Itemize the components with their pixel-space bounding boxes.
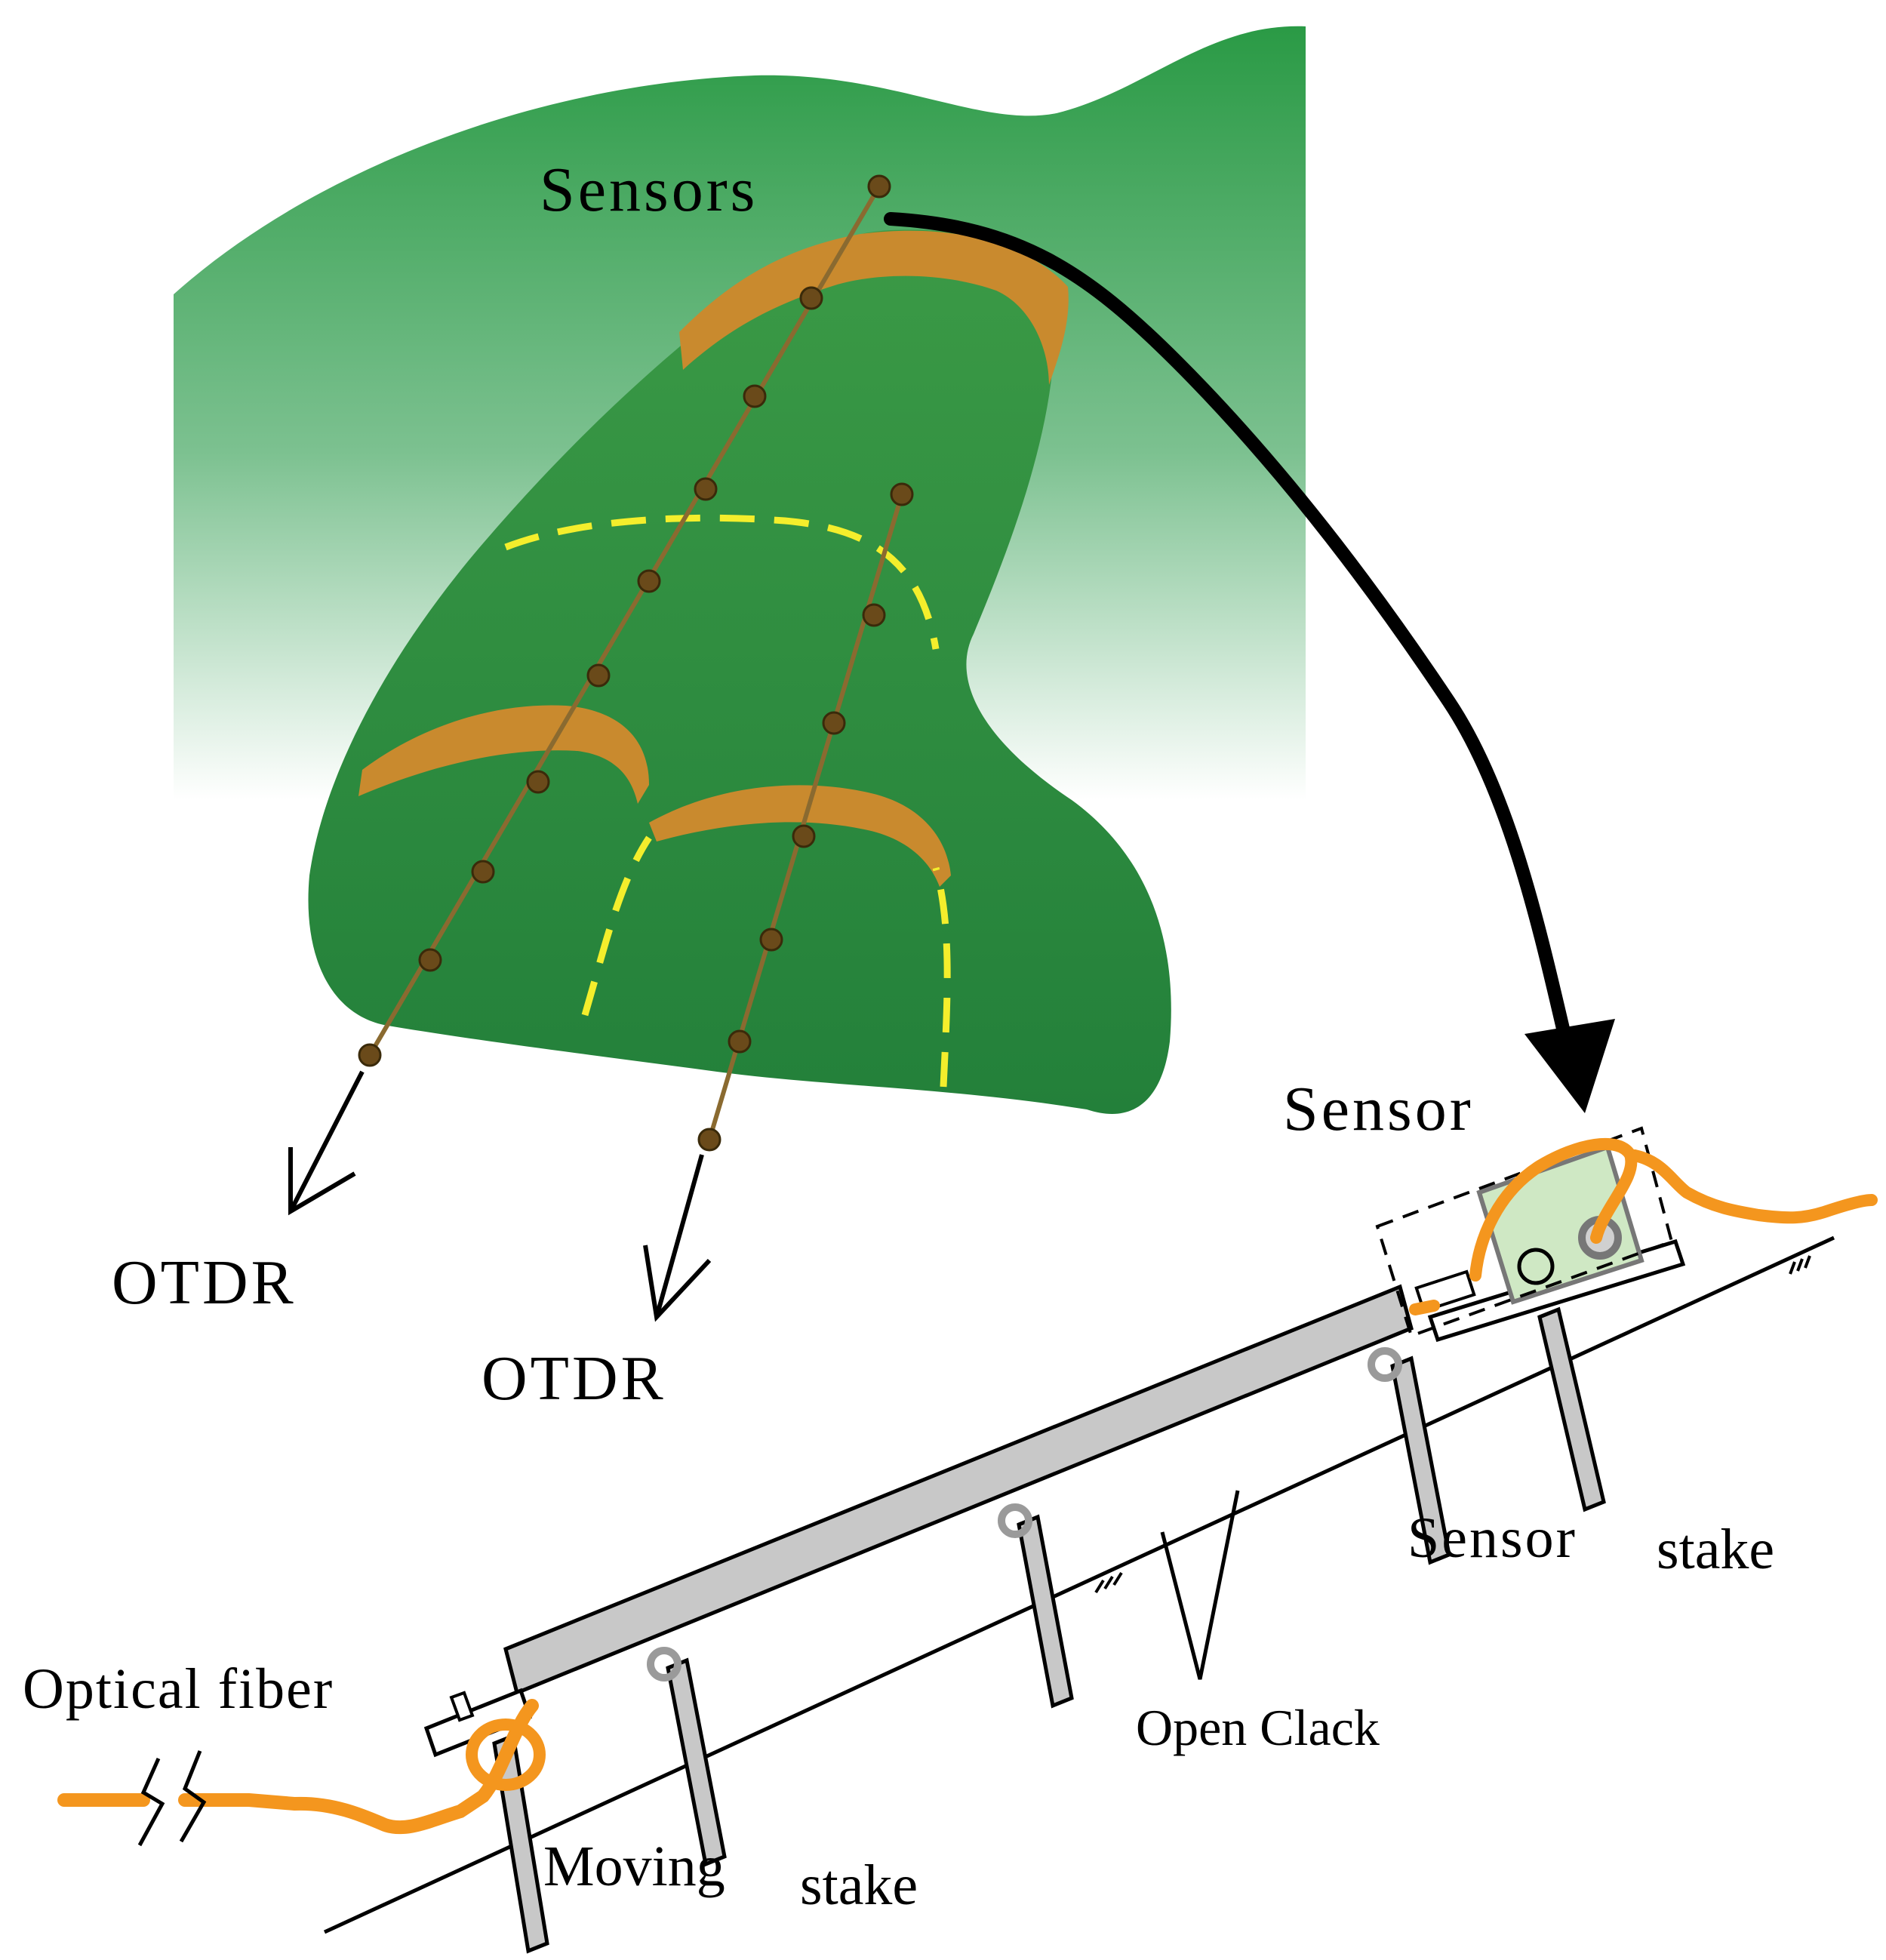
sensor-node bbox=[799, 286, 823, 310]
sensor-nodes-line-2 bbox=[697, 482, 914, 1152]
fiber-break-marks bbox=[137, 1750, 207, 1847]
sensor-node bbox=[792, 824, 816, 848]
fiber-line-1 bbox=[368, 185, 881, 1057]
sensor-node bbox=[890, 482, 914, 506]
ground-hatch bbox=[1094, 1255, 1811, 1594]
open-crack-label: Open Clack bbox=[1136, 1699, 1380, 1756]
sensor-node bbox=[418, 948, 442, 972]
sensor-stake-label-1: Sensor bbox=[1408, 1506, 1577, 1570]
main-scarp bbox=[679, 230, 1069, 385]
sensor-node bbox=[471, 860, 495, 884]
sensor-node bbox=[637, 569, 661, 593]
moving-stake-clip bbox=[449, 1691, 475, 1722]
sensor-pulley bbox=[1517, 1248, 1555, 1285]
otdr-label-left: OTDR bbox=[112, 1248, 297, 1318]
sensor-stake bbox=[1537, 1306, 1606, 1512]
open-crack bbox=[1160, 1490, 1240, 1680]
sensor-node bbox=[697, 1128, 721, 1152]
sensor-node bbox=[759, 928, 783, 952]
sensors-label: Sensors bbox=[540, 155, 758, 225]
sensor-node bbox=[862, 603, 886, 627]
sensor-node bbox=[526, 770, 550, 794]
optical-fiber-label: Optical fiber bbox=[23, 1657, 334, 1721]
scarp-lower-left bbox=[358, 705, 649, 804]
sensor-node bbox=[358, 1043, 382, 1067]
optical-fiber-left bbox=[57, 1699, 539, 1835]
landslide-slope bbox=[308, 229, 1171, 1115]
sensor-node bbox=[822, 711, 846, 735]
sensor-node bbox=[586, 663, 611, 688]
sensor-node bbox=[867, 174, 891, 198]
sensor-node bbox=[694, 477, 718, 501]
optical-fiber-sensor bbox=[1409, 1137, 1878, 1315]
sensor-node bbox=[728, 1029, 752, 1054]
otdr-arrows bbox=[288, 1070, 712, 1322]
crack-lines bbox=[504, 514, 951, 1088]
sensor-nodes-line-1 bbox=[358, 174, 891, 1067]
otdr-label-right: OTDR bbox=[481, 1343, 666, 1414]
sensor-label: Sensor bbox=[1283, 1074, 1474, 1144]
extension-beam bbox=[503, 1284, 1414, 1696]
detail-callout-arrowhead bbox=[1524, 1019, 1615, 1113]
sensor-stake-label-2: stake bbox=[1657, 1518, 1775, 1581]
beam-stakes bbox=[666, 1355, 1451, 1867]
moving-stake-label-1: Moving bbox=[543, 1835, 725, 1898]
detail-callout-arrow bbox=[884, 212, 1573, 1048]
scarp-lower-right bbox=[649, 785, 951, 887]
roller-wheels bbox=[647, 1347, 1402, 1682]
moving-stake-label-2: stake bbox=[800, 1854, 918, 1917]
sensor-node bbox=[743, 384, 767, 408]
optical-fiber-loop bbox=[466, 1718, 546, 1791]
ground-line bbox=[323, 1235, 1835, 1934]
sensor-enclosure bbox=[1375, 1126, 1674, 1338]
